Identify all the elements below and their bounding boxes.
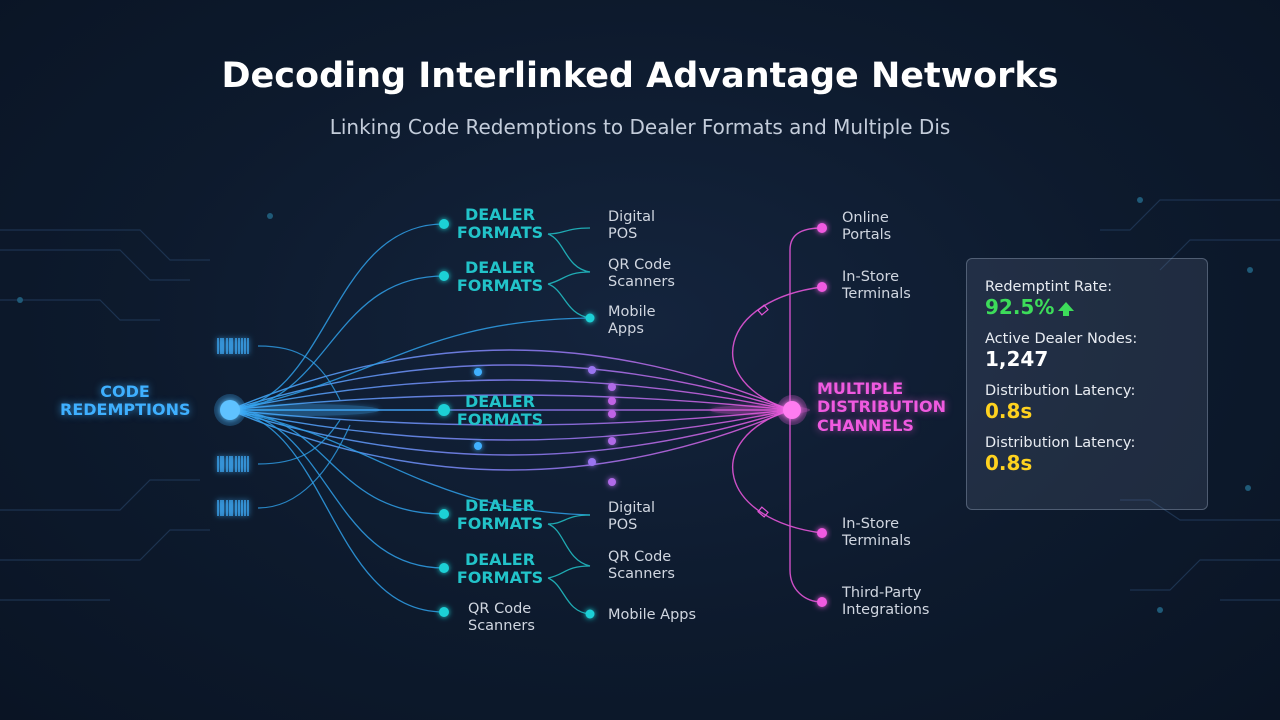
dealer-node-label: DEALER FORMATS [456,496,544,534]
leaf-label: Mobile Apps [608,304,656,337]
dealer-node-label: DEALER FORMATS [456,205,544,243]
channel-dots [817,223,827,607]
page-subtitle: Linking Code Redemptions to Dealer Forma… [329,115,951,139]
leaf-label: Digital POS [608,500,656,533]
channel-label: Online Portals [842,210,892,243]
page-title: Decoding Interlinked Advantage Networks [221,56,1059,96]
circuit-traces [0,199,1280,601]
stat-label: Distribution Latency: [985,435,1136,451]
stat-label: Active Dealer Nodes: [985,331,1138,347]
channel-markers [757,304,769,518]
channel-label: Third-Party Integrations [842,585,930,618]
leaf-dots [585,313,595,619]
leaf-label: Digital POS [608,209,656,242]
stat-value-latency: 0.8s [985,399,1033,423]
barcode-icon [217,338,249,354]
stat-value-latency: 0.8s [985,451,1033,475]
barcode-icon [217,456,249,472]
barcode-icons [217,338,249,516]
source-label: CODE REDEMPTIONS [60,382,191,420]
stat-label: Redemptint Rate: [985,279,1113,295]
fan-nodes [474,366,616,486]
dealer-node-label: DEALER FORMATS [456,392,544,430]
source-node [214,394,380,426]
stats-panel: Redemptint Rate: 92.5% Active Dealer Nod… [966,258,1208,510]
leaf-label: Mobile Apps [608,607,697,623]
channel-branches [732,227,823,603]
fan-lines [229,349,791,471]
leaf-branches [547,227,591,615]
dealer-dots [438,219,450,617]
dealer-node-label: DEALER FORMATS [456,258,544,296]
leaf-label: QR Code Scanners [608,257,675,290]
channel-label: In-Store Terminals [842,269,911,302]
barcode-leads [257,345,351,509]
trend-up-icon [1058,302,1075,316]
dealer-node-label: DEALER FORMATS [456,550,544,588]
channel-label: In-Store Terminals [842,516,911,549]
leaf-label: QR Code Scanners [608,549,675,582]
stat-value-redemption-rate: 92.5% [985,295,1189,319]
barcode-icon [217,500,249,516]
stat-value-active-nodes: 1,247 [985,347,1049,371]
stat-label: Distribution Latency: [985,383,1136,399]
hub-label: MULTIPLE DISTRIBUTION CHANNELS [817,379,946,435]
hub-node [710,395,810,425]
leaf-label: QR Code Scanners [468,601,535,634]
circuit-dots [17,197,1253,613]
